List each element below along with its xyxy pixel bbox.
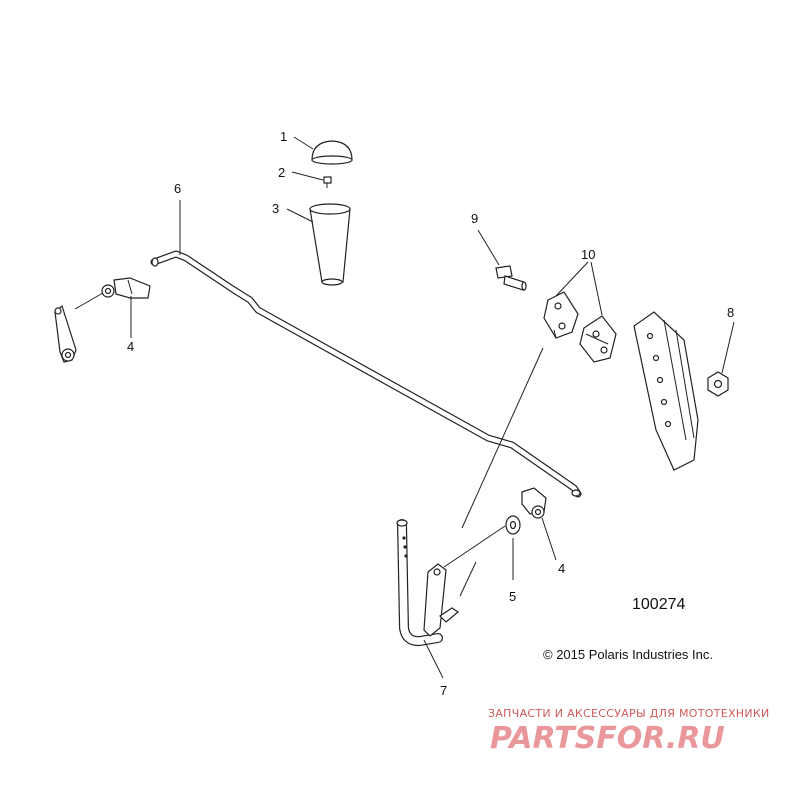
part-right-clip (521, 487, 547, 519)
callout-2: 2 (278, 165, 285, 180)
part-bracket-panel (633, 311, 699, 471)
callout-4-right: 4 (558, 561, 565, 576)
part-left-clip (101, 277, 151, 299)
callout-6: 6 (174, 181, 181, 196)
part-shift-knob (309, 203, 351, 286)
callout-8: 8 (727, 305, 734, 320)
watermark-tagline: ЗАПЧАСТИ И АКСЕССУАРЫ ДЛЯ МОТОТЕХНИКИ (488, 707, 770, 720)
watermark: ЗАПЧАСТИ И АКСЕССУАРЫ ДЛЯ МОТОТЕХНИКИ PA… (488, 707, 770, 756)
part-washer (505, 515, 521, 535)
part-bolt (495, 265, 527, 291)
leader-lines (74, 136, 735, 679)
part-knob-cap (311, 140, 353, 165)
callout-10: 10 (581, 247, 595, 262)
callout-7: 7 (440, 683, 447, 698)
part-bushing-a (543, 291, 579, 339)
callout-5: 5 (509, 589, 516, 604)
part-bushing-b (579, 315, 617, 363)
callout-3: 3 (272, 201, 279, 216)
callout-4-left: 4 (127, 339, 134, 354)
callout-9: 9 (471, 211, 478, 226)
part-left-linkage (54, 304, 77, 363)
part-shift-lever (396, 519, 460, 647)
copyright-notice: © 2015 Polaris Industries Inc. (543, 647, 713, 662)
part-screw (323, 176, 332, 188)
part-nut (707, 371, 729, 397)
watermark-logo: PARTSFOR.RU (490, 721, 725, 756)
callout-labels: 1 2 3 4 4 5 6 7 8 9 10 (127, 129, 734, 698)
part-shift-rod (150, 250, 582, 498)
callout-1: 1 (280, 129, 287, 144)
diagram-id: 100274 (632, 596, 685, 613)
